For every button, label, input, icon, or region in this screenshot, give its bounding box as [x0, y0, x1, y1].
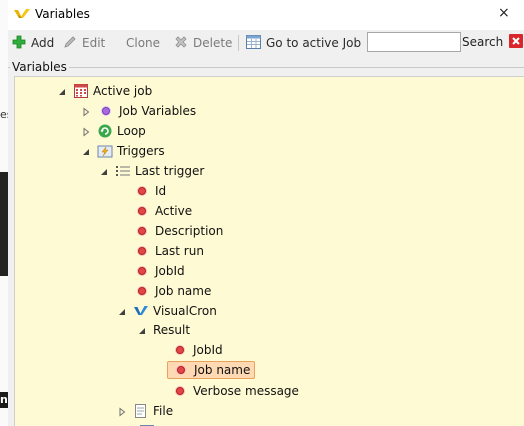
red-x-icon[interactable]	[509, 34, 523, 48]
tree-leaf-jobid[interactable]: JobId	[133, 261, 185, 281]
bullet-icon	[138, 247, 146, 255]
selection-highlight: Job name	[167, 361, 256, 379]
tree-leaf-label: JobId	[155, 264, 185, 278]
pencil-icon	[63, 35, 77, 52]
variables-group-label: Variables	[10, 60, 69, 74]
tree-leaf-result-job-name[interactable]: Job name	[167, 360, 256, 380]
tree-node-label: Job Variables	[119, 104, 197, 118]
search-input[interactable]	[367, 32, 461, 52]
expanded-arrow-icon[interactable]	[57, 86, 67, 96]
close-icon[interactable]: ×	[498, 5, 510, 21]
cross-icon	[174, 35, 188, 52]
tree-leaf-label: Job name	[155, 284, 212, 298]
tree-node-label: Result	[153, 323, 191, 337]
tree-node-label: Loop	[117, 124, 146, 138]
variables-window: Variables × Add Edit Clone	[8, 0, 524, 426]
edit-button[interactable]: Edit	[63, 33, 105, 53]
bullet-icon	[176, 346, 184, 354]
go-to-active-job-button[interactable]: Go to active Job	[246, 33, 361, 53]
tree-node-result[interactable]: Result	[137, 320, 190, 340]
background-window-edge: es n	[0, 0, 13, 426]
tree-leaf-label: Verbose message	[193, 384, 299, 398]
tree-node-last-trigger[interactable]: Last trigger	[99, 161, 204, 181]
tree-leaf-verbose-message[interactable]: Verbose message	[171, 381, 299, 401]
delete-button-label: Delete	[193, 36, 233, 50]
tree-leaf-label: Job name	[194, 363, 251, 377]
bullet-icon	[138, 187, 146, 195]
tree-node-job-variables[interactable]: Job Variables	[81, 101, 196, 121]
search-button[interactable]: Search	[462, 35, 504, 49]
collapsed-arrow-icon[interactable]	[81, 126, 91, 137]
grid-icon	[246, 34, 261, 52]
bullet-icon	[138, 267, 146, 275]
expanded-arrow-icon[interactable]	[117, 306, 127, 316]
background-dark-strip	[0, 172, 8, 276]
expanded-arrow-icon[interactable]	[99, 166, 109, 176]
tree-node-active-job[interactable]: Active job	[57, 81, 152, 101]
tree-leaf-result-jobid[interactable]: JobId	[171, 340, 223, 360]
expanded-arrow-icon[interactable]	[81, 146, 91, 156]
list-icon	[115, 163, 131, 179]
tree-node-label: Last trigger	[135, 164, 205, 178]
tree-leaf-label: Id	[155, 184, 167, 198]
bullet-icon	[138, 207, 146, 215]
tree-leaf-label: Last run	[155, 244, 204, 258]
tree-node-loop[interactable]: Loop	[81, 121, 146, 141]
refresh-icon	[97, 123, 113, 139]
plus-icon	[12, 35, 26, 52]
tree-node-visualcron[interactable]: VisualCron	[117, 301, 217, 321]
tree-node-label: VisualCron	[153, 304, 217, 318]
tree-node-label: File	[153, 404, 174, 418]
go-to-active-job-label: Go to active Job	[266, 36, 362, 50]
trigger-folder-icon	[97, 143, 113, 159]
tree-node-label: Triggers	[117, 144, 165, 158]
window-title: Variables	[35, 7, 90, 21]
background-dark-strip-bottom	[0, 392, 8, 408]
tree-node-label: Active job	[93, 84, 153, 98]
clone-button-label: Clone	[126, 36, 161, 50]
tree-node-triggers[interactable]: Triggers	[81, 141, 165, 161]
clone-button[interactable]: Clone	[126, 33, 160, 53]
group-box-border	[8, 67, 524, 68]
background-text-fragment-bottom: n	[0, 393, 8, 406]
file-icon	[133, 403, 149, 419]
add-button[interactable]: Add	[12, 33, 54, 53]
visualcron-logo-icon	[133, 303, 149, 319]
tree-leaf-job-name[interactable]: Job name	[133, 281, 211, 301]
delete-button[interactable]: Delete	[174, 33, 232, 53]
calendar-icon	[73, 83, 89, 99]
tree-leaf-last-run[interactable]: Last run	[133, 241, 204, 261]
tree-leaf-label: Description	[155, 224, 224, 238]
tree-leaf-id[interactable]: Id	[133, 181, 166, 201]
visualcron-logo-icon	[13, 7, 31, 21]
title-bar: Variables ×	[8, 0, 524, 30]
tree-leaf-label: JobId	[193, 343, 223, 357]
expanded-arrow-icon[interactable]	[137, 325, 147, 335]
toolbar-separator	[238, 35, 239, 51]
collapsed-arrow-icon[interactable]	[117, 406, 127, 417]
bullet-icon	[102, 107, 110, 115]
bullet-icon	[176, 387, 184, 395]
bullet-icon	[138, 287, 146, 295]
collapsed-arrow-icon[interactable]	[81, 106, 91, 117]
tree-leaf-active[interactable]: Active	[133, 201, 192, 221]
tree-node-partial[interactable]	[139, 421, 159, 426]
edit-button-label: Edit	[82, 36, 106, 50]
add-button-label: Add	[31, 36, 55, 50]
tree-node-file[interactable]: File	[117, 401, 173, 421]
variables-tree[interactable]: Active job Job Variables Loop	[14, 76, 524, 426]
bullet-icon	[138, 227, 146, 235]
tree-leaf-label: Active	[155, 204, 193, 218]
bullet-icon	[177, 366, 185, 374]
tree-leaf-description[interactable]: Description	[133, 221, 223, 241]
